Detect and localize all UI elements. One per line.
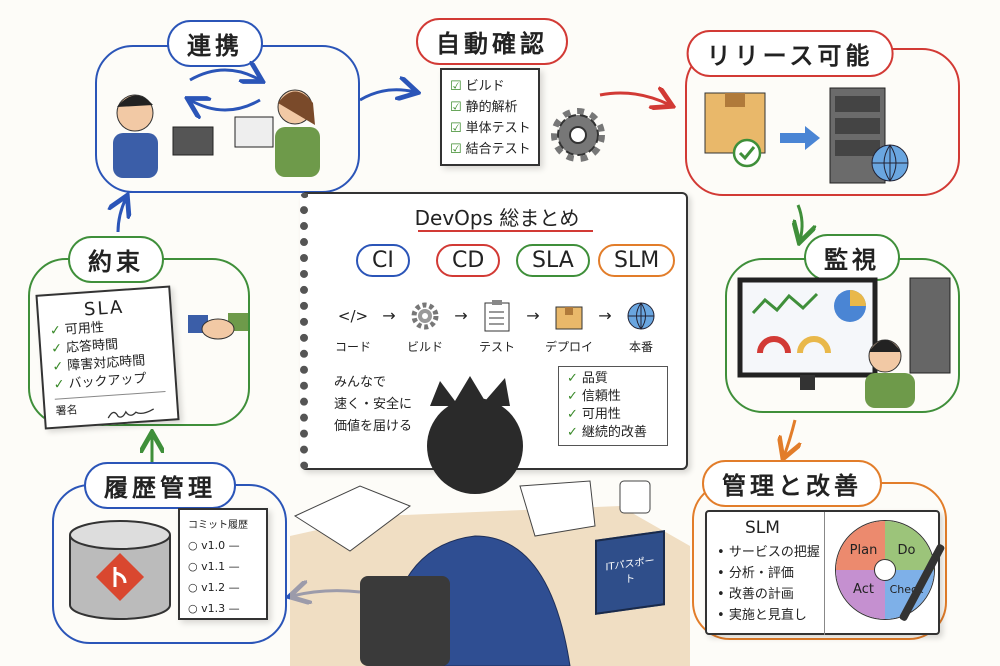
collab-label: 連携 [167, 20, 263, 67]
version-item: ○ v1.1 — [188, 560, 240, 573]
handshake-icon [188, 313, 248, 340]
arrow-right-icon [780, 126, 820, 150]
motto: みんなで 速く・安全に 価値を届ける [334, 375, 413, 434]
clipboard-icon [484, 300, 510, 332]
package-icon [555, 306, 583, 330]
student-desk-illustration [290, 376, 690, 666]
slm-title: SLM [745, 518, 780, 538]
checkbox-icon: ☑ [450, 121, 462, 136]
release-label: リリース可能 [686, 30, 894, 77]
pipeline-arrow: → [382, 306, 396, 325]
open-book [293, 485, 412, 552]
slm-item: • サービスの把握 [717, 545, 820, 560]
gear-icon [551, 108, 605, 162]
pipeline-arrow: → [598, 306, 612, 325]
it-passport-book: ITパスポート [595, 530, 665, 615]
gear-icon [411, 302, 439, 330]
monitor-icon [234, 116, 274, 148]
notebook-title: DevOps 総まとめ [414, 206, 580, 230]
student-head [427, 398, 523, 494]
arrow-check-to-release [599, 93, 670, 105]
slm-item: • 分析・評価 [717, 566, 794, 581]
version-item: ○ v1.3 — [188, 602, 240, 615]
checkbox-icon: ☑ [450, 142, 462, 157]
check-icon: ✓ [567, 389, 578, 404]
check-item: ☑ビルド [450, 79, 505, 94]
check-item: ☑静的解析 [450, 100, 518, 115]
sla-document: SLA ✓可用性 ✓応答時間 ✓障害対応時間 ✓バックアップ 署名 [35, 285, 180, 430]
collab-illustration [113, 45, 320, 178]
pipeline-production: 本番 [615, 294, 667, 355]
check-item: ☑結合テスト [450, 142, 531, 157]
coffee-cup [619, 480, 651, 514]
pipeline-code: </>コード [327, 294, 379, 355]
monitor-illustration [737, 277, 951, 408]
commit-history-title: コミット履歴 [188, 520, 248, 531]
notebook-on-desk [519, 480, 596, 537]
commit-history-doc: コミット履歴 ○ v1.0 — ○ v1.1 — ○ v1.2 — ○ v1.3… [178, 508, 268, 620]
laptop-icon [172, 126, 214, 156]
version-item: ○ v1.2 — [188, 581, 240, 594]
pipeline-build: ビルド [399, 294, 451, 355]
monitor-label: 監視 [804, 234, 900, 281]
check-icon: ✓ [53, 377, 66, 393]
promise-label: 約束 [68, 236, 164, 283]
arrow-collab-to-check [359, 90, 415, 100]
globe-icon [627, 302, 655, 330]
slm-item: • 改善の計画 [717, 587, 794, 602]
checkbox-icon: ☑ [450, 100, 462, 115]
server-rack [909, 277, 951, 374]
tag-slm: SLM [598, 244, 676, 277]
check-badge-icon [732, 138, 762, 168]
slm-item: • 実施と見直し [717, 608, 807, 623]
auto-check-document: ☑ビルド ☑静的解析 ☑単体テスト ☑結合テスト [440, 68, 540, 166]
arrow-monitor-to-improve [784, 419, 795, 456]
version-item: ○ v1.0 — [188, 539, 240, 552]
checkbox-icon: ☑ [450, 79, 462, 94]
tag-sla: SLA [516, 244, 590, 277]
pipeline-arrow: → [454, 306, 468, 325]
quality-checklist: ✓品質 ✓信頼性 ✓可用性 ✓継続的改善 [558, 366, 668, 446]
pdca-cycle: Plan Do Act Check [835, 520, 935, 620]
pipeline-deploy: デプロイ [543, 294, 595, 355]
check-item: ☑単体テスト [450, 121, 531, 136]
check-icon: ✓ [567, 425, 578, 440]
auto-check-label: 自動確認 [416, 18, 568, 65]
tag-ci: CI [356, 244, 410, 277]
check-icon: ✓ [49, 323, 62, 339]
arrow-release-to-monitor [798, 204, 802, 240]
arrow-promise-to-collab [118, 198, 126, 233]
slm-book: SLM • サービスの把握 • 分析・評価 • 改善の計画 • 実施と見直し P… [705, 510, 940, 635]
signature [107, 408, 155, 419]
code-file-icon: </> [337, 307, 369, 325]
release-illustration [704, 87, 909, 184]
signature-label: 署名 [55, 403, 79, 418]
improve-label: 管理と改善 [702, 460, 882, 507]
check-icon: ✓ [567, 407, 578, 422]
check-icon: ✓ [50, 341, 63, 357]
pipeline-test: テスト [471, 294, 523, 355]
git-repository-icon [69, 520, 171, 620]
tag-cd: CD [436, 244, 501, 277]
pipeline-arrow: → [526, 306, 540, 325]
check-icon: ✓ [567, 371, 578, 386]
history-label: 履歴管理 [84, 462, 236, 509]
check-icon: ✓ [52, 359, 64, 375]
